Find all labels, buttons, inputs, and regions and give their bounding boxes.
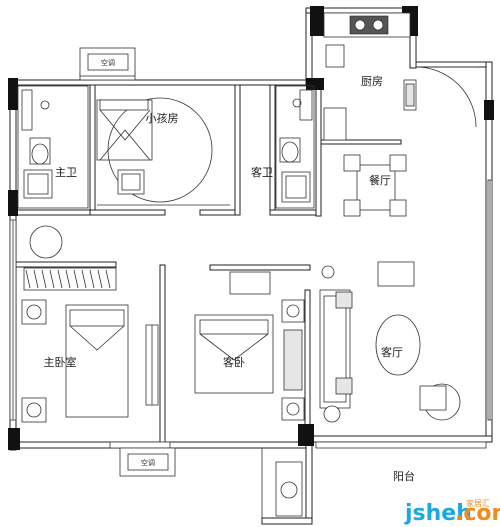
living-room: 客厅 [319, 261, 461, 423]
label-balcony: 阳台 [393, 469, 415, 483]
watermark-logo: jsheh .com 家居汇 [404, 498, 500, 526]
child-room: 小孩房 [96, 97, 230, 206]
master-bedroom: 主卧室 [21, 299, 159, 423]
label-kitchen: 厨房 [361, 75, 383, 88]
balcony: 阳台 [261, 448, 415, 518]
watermark-brand-right: .com [455, 501, 500, 526]
label-guest-bedroom: 客卧 [223, 355, 245, 369]
watermark-brand-left: jsheh [404, 501, 472, 526]
label-dining: 餐厅 [369, 173, 391, 187]
kitchen: 厨房 [323, 12, 477, 141]
watermark-tag: 家居汇 [466, 498, 490, 508]
dining: 餐厅 [343, 154, 407, 217]
corridor [23, 225, 117, 291]
guest-bath: 客卫 [251, 85, 315, 209]
label-master-bath: 主卫 [55, 166, 77, 179]
guest-bedroom: 客卧 [194, 271, 305, 421]
master-bath: 主卫 [17, 85, 89, 209]
ac-label-bottom: 空调 [141, 458, 155, 467]
label-living-room: 客厅 [381, 345, 403, 359]
label-master-bedroom: 主卧室 [44, 355, 77, 369]
ac-unit-bottom: 空调 [119, 447, 176, 477]
ac-unit-top: 空调 [79, 47, 136, 77]
label-guest-bath: 客卫 [251, 165, 273, 179]
ac-label-top: 空调 [101, 58, 115, 67]
label-child-room: 小孩房 [146, 112, 179, 125]
